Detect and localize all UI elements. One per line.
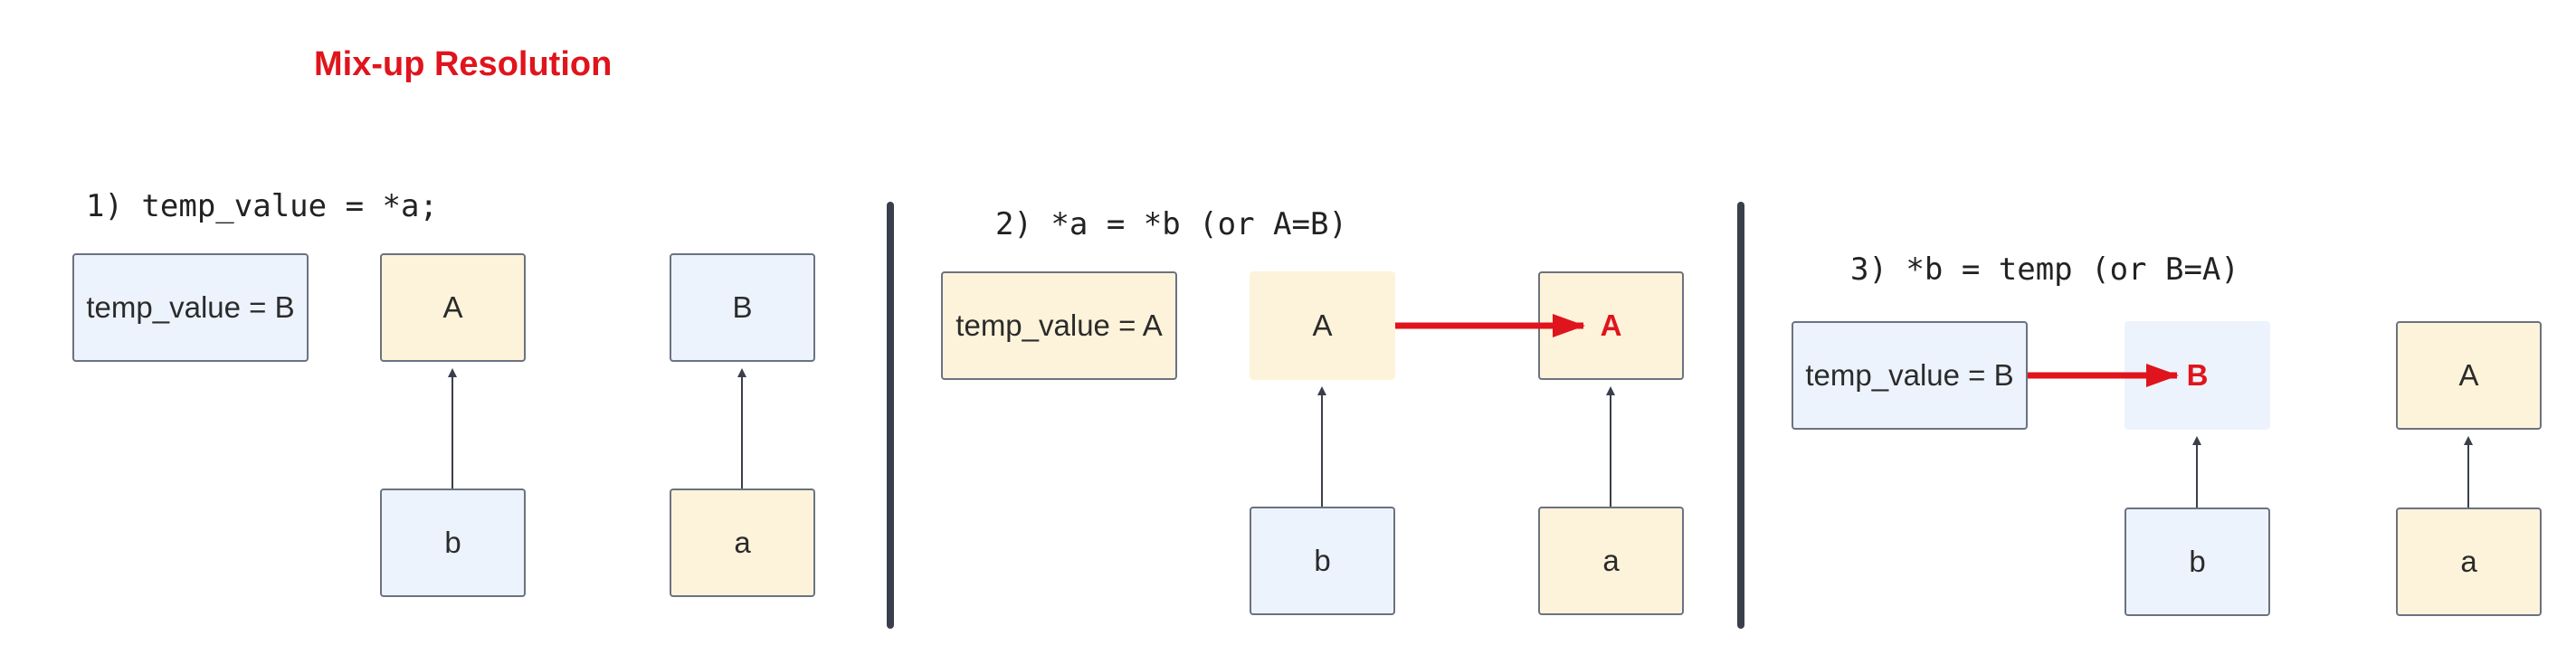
diagram-title: Mix-up Resolution [314,45,613,83]
panel2-temp-box: temp_value = A [941,271,1177,380]
panel3-box-bottom-left: b [2124,507,2270,616]
panel1-temp-box: temp_value = B [72,253,309,362]
panel-divider-1 [887,202,894,629]
panel3-box-top-right: A [2396,321,2542,430]
panel1-box-bottom-left: b [380,489,526,597]
step-1-heading: 1) temp_value = *a; [86,188,438,224]
step-3-heading: 3) *b = temp (or B=A) [1850,251,2239,288]
panel2-box-bottom-right: a [1538,507,1684,615]
panel3-box-bottom-right: a [2396,507,2542,616]
panel1-box-bottom-right: a [670,489,815,597]
panel2-box-bottom-left: b [1250,507,1395,615]
panel3-temp-box: temp_value = B [1792,321,2028,430]
step-2-heading: 2) *a = *b (or A=B) [995,206,1347,242]
panel2-box-top-left: A [1250,271,1395,380]
panel-divider-2 [1737,202,1744,629]
panel1-box-top-left: A [380,253,526,362]
panel1-box-top-right: B [670,253,815,362]
